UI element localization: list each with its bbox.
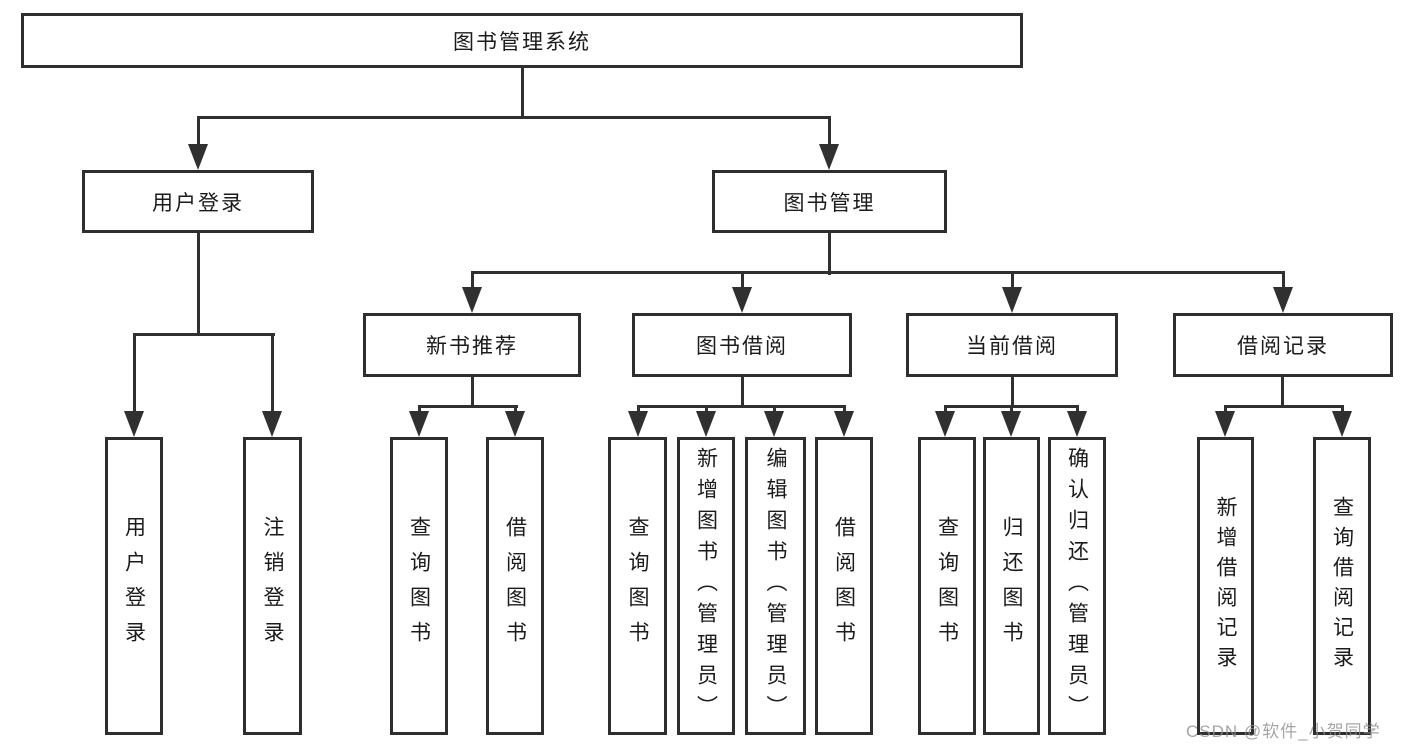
edge-stem-bb-borrow bbox=[843, 405, 846, 413]
leaf-cb-query-label: 查询图书 bbox=[935, 516, 959, 656]
leaf-nb-borrow: 借阅图书 bbox=[486, 437, 544, 735]
arrowhead-br-query-icon bbox=[1332, 411, 1352, 437]
node-new-book-rec-label: 新书推荐 bbox=[426, 335, 518, 358]
node-borrow-records-label: 借阅记录 bbox=[1237, 335, 1329, 358]
arrowhead-new-book-icon bbox=[462, 287, 482, 313]
leaf-user-login: 用户登录 bbox=[105, 437, 163, 735]
edge-stem-cb-query bbox=[944, 405, 947, 413]
node-new-book-rec: 新书推荐 bbox=[363, 313, 581, 377]
leaf-cb-return-label: 归还图书 bbox=[1000, 516, 1023, 656]
arrowhead-bb-query-icon bbox=[628, 411, 648, 437]
edge-stem-book-mgmt bbox=[828, 118, 831, 146]
arrowhead-nb-borrow-icon bbox=[505, 411, 525, 437]
edge-stem-br-query bbox=[1341, 405, 1344, 413]
edge-stem-current-borrow bbox=[1011, 273, 1014, 289]
leaf-logout-label: 注销登录 bbox=[261, 516, 284, 656]
leaf-bb-query-label: 查询图书 bbox=[626, 516, 649, 656]
arrowhead-bb-borrow-icon bbox=[834, 411, 854, 437]
arrowhead-leaf-login-icon bbox=[124, 411, 144, 437]
node-root: 图书管理系统 bbox=[21, 13, 1023, 68]
edge-stem-new-book bbox=[471, 273, 474, 289]
leaf-bb-edit: 编辑图书（管理员） bbox=[745, 437, 806, 735]
arrowhead-nb-query-icon bbox=[409, 411, 429, 437]
edge-current-borrow-stub bbox=[1011, 377, 1014, 407]
arrowhead-cb-confirm-icon bbox=[1067, 411, 1087, 437]
arrowhead-cb-return-icon bbox=[1001, 411, 1021, 437]
node-current-borrow: 当前借阅 bbox=[906, 313, 1118, 377]
arrowhead-bb-add-icon bbox=[696, 411, 716, 437]
leaf-nb-query: 查询图书 bbox=[390, 437, 448, 735]
leaf-nb-query-label: 查询图书 bbox=[407, 516, 431, 656]
edge-new-book-branch bbox=[418, 405, 518, 408]
csdn-watermark: CSDN @软件_小贺同学 bbox=[1186, 722, 1381, 741]
edge-stem-br-add bbox=[1224, 405, 1227, 413]
leaf-logout: 注销登录 bbox=[243, 437, 302, 735]
node-book-mgmt: 图书管理 bbox=[712, 170, 947, 233]
edge-stem-book-borrow bbox=[741, 273, 744, 289]
leaf-user-login-label: 用户登录 bbox=[122, 516, 146, 656]
leaf-nb-borrow-label: 借阅图书 bbox=[503, 516, 527, 656]
edge-borrow-records-stub bbox=[1281, 377, 1284, 407]
leaf-bb-borrow: 借阅图书 bbox=[815, 437, 873, 735]
edge-book-mgmt-stub bbox=[828, 233, 831, 275]
leaf-bb-add: 新增图书（管理员） bbox=[677, 437, 735, 735]
leaf-bb-add-label: 新增图书（管理员） bbox=[694, 446, 718, 726]
leaf-br-query-label: 查询借阅记录 bbox=[1330, 496, 1354, 676]
leaf-cb-return: 归还图书 bbox=[983, 437, 1040, 735]
arrowhead-leaf-logout-icon bbox=[262, 411, 282, 437]
arrowhead-borrow-records-icon bbox=[1273, 287, 1293, 313]
edge-user-login-stub bbox=[197, 233, 200, 335]
edge-stem-leaf-login bbox=[133, 335, 136, 413]
leaf-cb-confirm-label: 确认归还（管理员） bbox=[1065, 446, 1089, 726]
arrowhead-book-mgmt-icon bbox=[819, 144, 839, 170]
edge-stem-cb-confirm bbox=[1076, 405, 1079, 413]
edge-stem-borrow-records bbox=[1282, 273, 1285, 289]
edge-stem-bb-add bbox=[705, 405, 708, 413]
leaf-bb-edit-label: 编辑图书（管理员） bbox=[764, 446, 787, 726]
edge-root-stub bbox=[521, 68, 524, 118]
edge-user-login-branch bbox=[133, 333, 275, 336]
arrowhead-cb-query-icon bbox=[935, 411, 955, 437]
arrowhead-br-add-icon bbox=[1215, 411, 1235, 437]
edge-stem-user-login bbox=[197, 118, 200, 146]
leaf-cb-confirm: 确认归还（管理员） bbox=[1048, 437, 1106, 735]
node-borrow-records: 借阅记录 bbox=[1173, 313, 1393, 377]
leaf-bb-query: 查询图书 bbox=[608, 437, 667, 735]
arrowhead-current-borrow-icon bbox=[1002, 287, 1022, 313]
arrowhead-user-login-icon bbox=[188, 144, 208, 170]
node-book-borrow-label: 图书借阅 bbox=[696, 335, 788, 358]
leaf-br-query: 查询借阅记录 bbox=[1313, 437, 1371, 735]
edge-root-branch bbox=[197, 116, 831, 119]
node-book-borrow: 图书借阅 bbox=[632, 313, 852, 377]
edge-stem-leaf-logout bbox=[271, 335, 274, 413]
leaf-br-add: 新增借阅记录 bbox=[1197, 437, 1254, 735]
leaf-cb-query: 查询图书 bbox=[918, 437, 976, 735]
node-user-login: 用户登录 bbox=[82, 170, 314, 233]
node-root-label: 图书管理系统 bbox=[453, 30, 591, 54]
edge-new-book-stub bbox=[471, 377, 474, 407]
edge-stem-nb-query bbox=[418, 405, 421, 413]
leaf-br-add-label: 新增借阅记录 bbox=[1214, 496, 1237, 676]
edge-book-borrow-branch bbox=[637, 405, 846, 408]
node-user-login-label: 用户登录 bbox=[152, 191, 244, 215]
edge-stem-nb-borrow bbox=[514, 405, 517, 413]
edge-stem-bb-query bbox=[637, 405, 640, 413]
edge-book-mgmt-branch bbox=[471, 271, 1285, 274]
edge-borrow-records-branch bbox=[1224, 405, 1344, 408]
arrowhead-bb-edit-icon bbox=[764, 411, 784, 437]
node-current-borrow-label: 当前借阅 bbox=[966, 335, 1058, 358]
edge-stem-cb-return bbox=[1010, 405, 1013, 413]
edge-stem-bb-edit bbox=[773, 405, 776, 413]
node-book-mgmt-label: 图书管理 bbox=[783, 191, 876, 215]
leaf-bb-borrow-label: 借阅图书 bbox=[832, 516, 856, 656]
edge-book-borrow-stub bbox=[741, 377, 744, 407]
arrowhead-book-borrow-icon bbox=[732, 287, 752, 313]
